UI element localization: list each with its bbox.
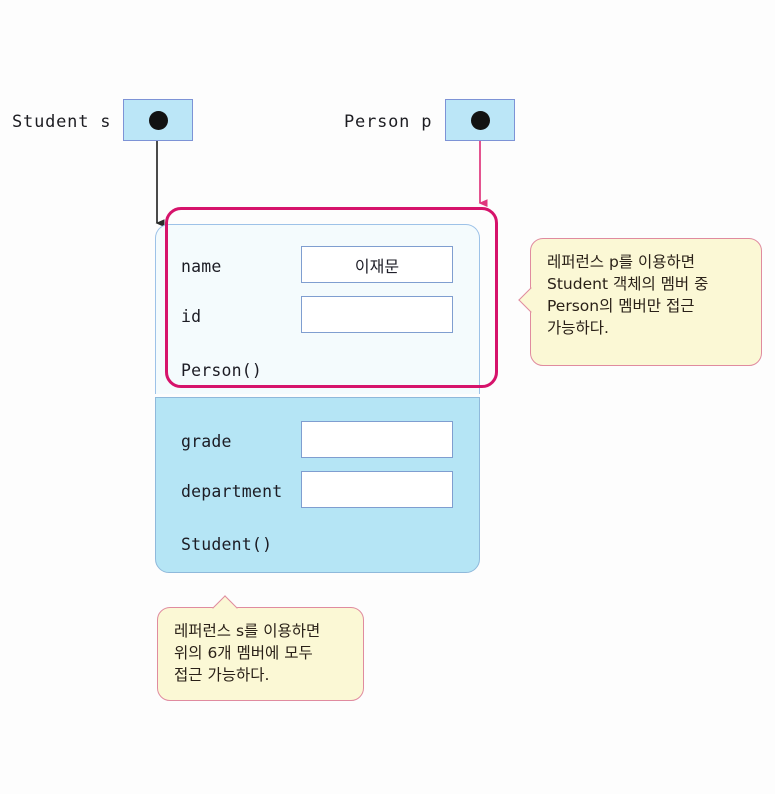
person-reference-label: Person p: [344, 112, 433, 132]
callout-line: Student 객체의 멤버 중: [547, 275, 709, 293]
student-object[interactable]: name 이재문 id Person() grade department St…: [155, 224, 480, 573]
member-field-name[interactable]: 이재문: [301, 246, 453, 283]
person-reference-box[interactable]: [445, 99, 515, 141]
member-field-id[interactable]: [301, 296, 453, 333]
member-label-name: name: [181, 257, 222, 276]
student-reference-box[interactable]: [123, 99, 193, 141]
student-reference-label: Student s: [12, 112, 112, 132]
callout-line: 레퍼런스 s를 이용하면: [174, 622, 321, 640]
member-label-id: id: [181, 307, 202, 326]
member-label-department: department: [181, 482, 283, 501]
callout-line: 레퍼런스 p를 이용하면: [547, 253, 696, 271]
filled-dot-icon: [149, 111, 168, 130]
callout-line: 접근 가능하다.: [174, 666, 270, 684]
callout-person-access: 레퍼런스 p를 이용하면 Student 객체의 멤버 중 Person의 멤버…: [518, 238, 762, 366]
callout-line: 위의 6개 멤버에 모두: [174, 644, 313, 662]
callout-student-access: 레퍼런스 s를 이용하면 위의 6개 멤버에 모두 접근 가능하다.: [157, 595, 364, 701]
student-constructor-label: Student(): [181, 535, 273, 554]
callout-tail: [212, 595, 238, 621]
student-part[interactable]: grade department Student(): [155, 397, 480, 573]
member-field-grade[interactable]: [301, 421, 453, 458]
person-part[interactable]: name 이재문 id Person(): [155, 224, 480, 394]
callout-line: Person의 멤버만 접근: [547, 297, 695, 315]
callout-tail: [518, 287, 544, 313]
callout-line: 가능하다.: [547, 319, 609, 337]
member-field-department[interactable]: [301, 471, 453, 508]
member-label-grade: grade: [181, 432, 232, 451]
person-constructor-label: Person(): [181, 361, 263, 380]
filled-dot-icon: [471, 111, 490, 130]
